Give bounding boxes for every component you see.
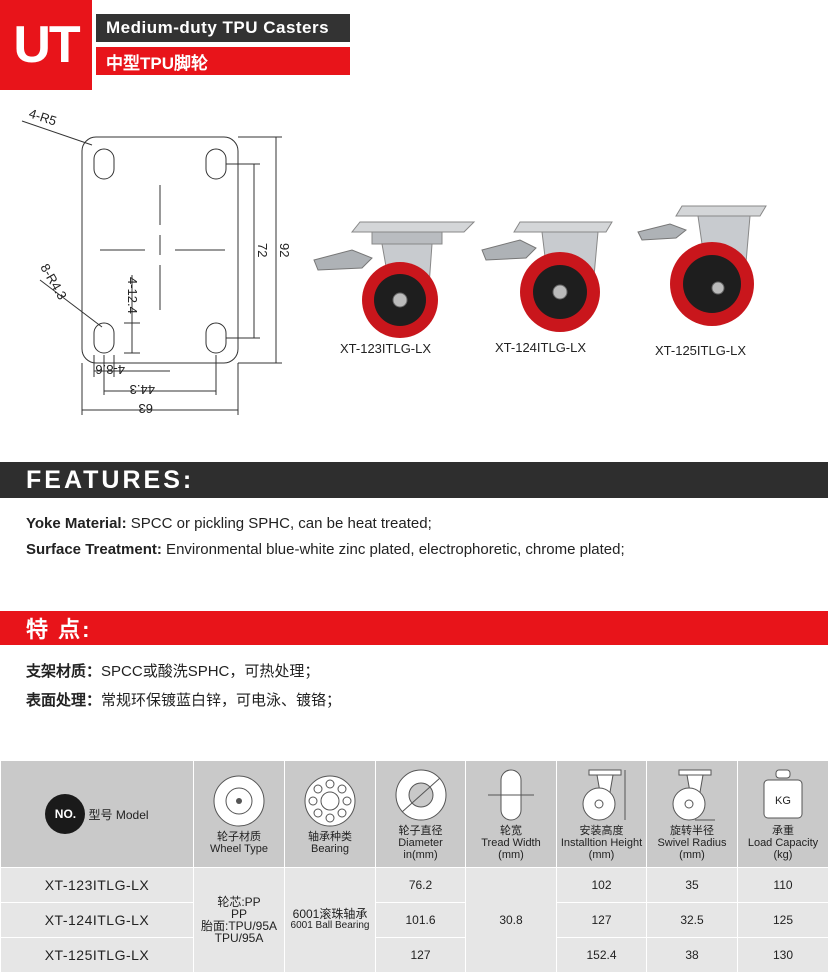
header-model: NO. 型号 Model	[1, 761, 194, 868]
no-badge: NO.	[45, 794, 85, 834]
wheel-type-cell: 轮芯:PP PP 胎面:TPU/95A TPU/95A	[194, 868, 285, 973]
header-wheel-type: 轮子材质 Wheel Type	[194, 761, 285, 868]
header-install-height: 安装高度 Installtion Height (mm)	[557, 761, 647, 868]
bearing-cell: 6001滚珠轴承 6001 Ball Bearing	[285, 868, 376, 973]
top-plate-drawing: 4-R5 8-R4.3 4-12.4 4-8.6 44.3 63 72 92	[20, 105, 310, 435]
dim-corner-radius: 4-R5	[27, 106, 58, 129]
tread-width-icon	[484, 768, 538, 822]
header-bearing: 轴承种类 Bearing	[285, 761, 376, 868]
caster-label-3: XT-125ITLG-LX	[655, 343, 746, 358]
slot-top-left	[94, 149, 114, 179]
caster-image-1	[312, 210, 482, 340]
slot-top-right	[206, 149, 226, 179]
slot-bottom-right	[206, 323, 226, 353]
table-row: XT-125ITLG-LX 127 152.4 38 130	[1, 938, 828, 973]
dim-inner-height: 72	[255, 243, 270, 257]
dim-inner-width: 44.3	[130, 382, 155, 397]
tread-width-cell: 30.8	[466, 868, 557, 973]
slot-bottom-left	[94, 323, 114, 353]
feature-cn-yoke: 支架材质：SPCC或酸洗SPHC，可热处理；	[26, 660, 319, 681]
table-header-row: NO. 型号 Model 轮子材质 Wheel Type 轴承种类 Bearin…	[1, 761, 828, 868]
caster-label-2: XT-124ITLG-LX	[495, 340, 586, 355]
header-load-capacity: KG 承重 Load Capacity (kg)	[738, 761, 828, 868]
brand-badge: UT	[0, 0, 92, 90]
dim-outer-width: 63	[139, 401, 153, 416]
install-height-icon	[575, 768, 629, 822]
caster-label-1: XT-123ITLG-LX	[340, 341, 431, 356]
weight-icon: KG	[756, 768, 810, 822]
swivel-radius-icon	[665, 768, 719, 822]
dim-slot-width: 4-8.6	[95, 362, 125, 377]
product-title-cn: 中型TPU脚轮	[96, 47, 350, 75]
svg-text:KG: KG	[775, 795, 791, 807]
bearing-icon	[303, 774, 357, 828]
table-row: XT-123ITLG-LX 轮芯:PP PP 胎面:TPU/95A TPU/95…	[1, 868, 828, 903]
dim-outer-height: 92	[277, 243, 292, 257]
table-row: XT-124ITLG-LX 101.6 127 32.5 125	[1, 903, 828, 938]
feature-cn-surface: 表面处理：常规环保镀蓝白锌，可电泳、镀铬；	[26, 689, 341, 710]
header-swivel-radius: 旋转半径 Swivel Radius (mm)	[647, 761, 738, 868]
feature-yoke: Yoke Material: SPCC or pickling SPHC, ca…	[26, 515, 432, 532]
header-tread-width: 轮宽 Tread Width (mm)	[466, 761, 557, 868]
features-cn-heading: 特 点:	[0, 611, 828, 645]
diameter-icon	[394, 768, 448, 822]
product-title-en: Medium-duty TPU Casters	[96, 14, 350, 42]
dim-slot-length: 4-12.4	[125, 277, 140, 314]
header-diameter: 轮子直径 Diameter in(mm)	[376, 761, 466, 868]
features-heading: FEATURES:	[0, 462, 828, 498]
caster-image-3	[636, 202, 770, 330]
header-model-label: 型号 Model	[89, 808, 149, 822]
caster-image-2	[480, 218, 620, 336]
wheel-icon	[212, 774, 266, 828]
spec-table: NO. 型号 Model 轮子材质 Wheel Type 轴承种类 Bearin…	[0, 760, 828, 973]
feature-surface: Surface Treatment: Environmental blue-wh…	[26, 541, 625, 558]
